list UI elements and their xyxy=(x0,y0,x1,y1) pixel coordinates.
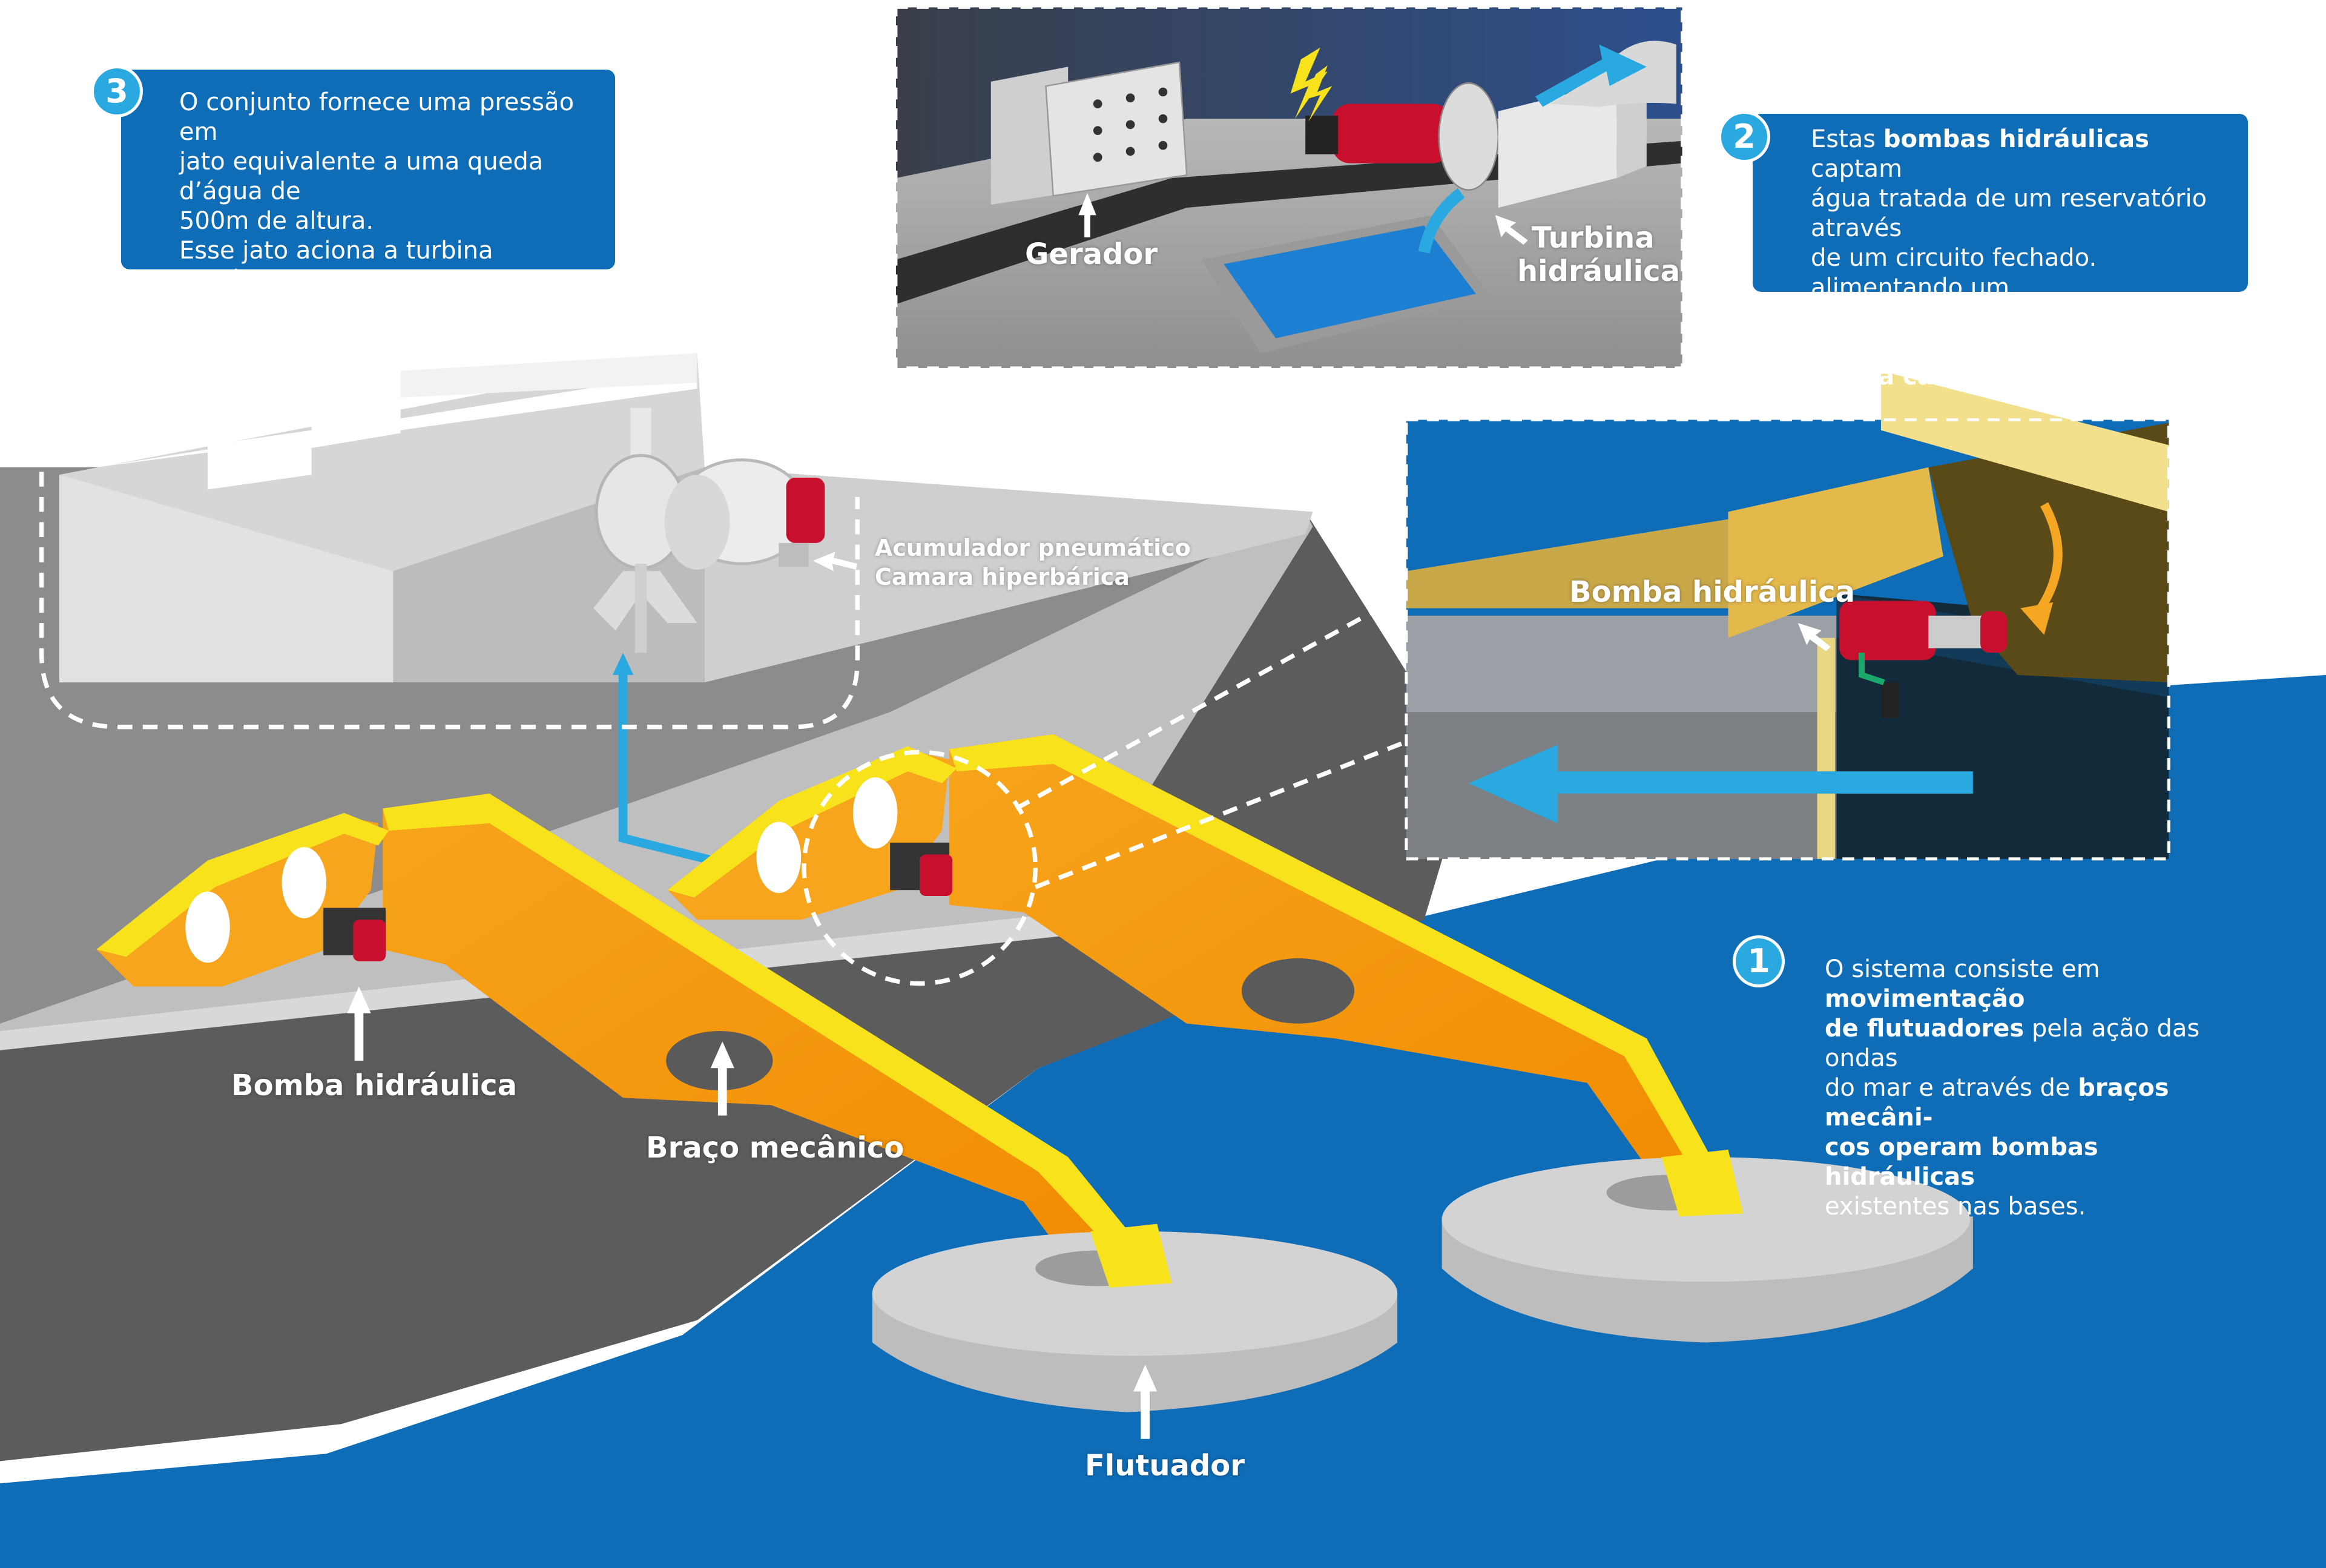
label-bomba-inset: Bomba hidráulica xyxy=(1569,575,1856,609)
callout-1-line-4: cos operam bombas hidráulicas xyxy=(1787,1133,2229,1192)
accumulator-machine xyxy=(593,407,825,653)
callout-1-l1-pre: O sistema consiste em xyxy=(1825,955,2100,983)
dashed-outline-accumulator xyxy=(39,472,860,730)
arm-right xyxy=(667,734,1744,1220)
label-turbina-line2: hidráulica xyxy=(1517,254,1680,288)
callout-2-line-2: água tratada de um reservatório através xyxy=(1811,185,2207,242)
label-acumulador-line1: Acumulador pneumático xyxy=(875,535,1191,561)
callout-3-line-2: jato equivalente a uma queda d’água de xyxy=(179,148,544,205)
label-turbina-line1: Turbina xyxy=(1532,221,1655,255)
callout-2-l4-bold: acumulador pneumático interligado xyxy=(1811,303,2141,361)
sea xyxy=(0,674,2326,1568)
callout-2-l1-post: captam xyxy=(1811,155,1903,183)
step-1-badge: 1 xyxy=(1733,935,1785,987)
callout-step-2: Estas bombas hidráulicas captam água tra… xyxy=(1753,114,2248,390)
callout-2-l5-bold: a uma camara hiperbárica xyxy=(1811,363,2168,390)
callout-1-l3-bold: braços mecâni- xyxy=(1825,1074,2169,1132)
callout-2-line-3: de um circuito fechado. alimentando um xyxy=(1811,244,2097,301)
callout-3-line-4: Esse jato aciona a turbina hidráulica xyxy=(179,237,493,294)
floater-left xyxy=(872,1224,1398,1412)
callout-3-line-6: eletricidade xyxy=(179,355,323,383)
pipe xyxy=(612,653,713,865)
callout-3-line-3: 500m de altura. xyxy=(179,207,374,235)
building xyxy=(59,353,1313,683)
callout-1-l3-pre: do mar e através de xyxy=(1825,1074,2078,1102)
callout-step-3: O conjunto fornece uma pressão em jato e… xyxy=(121,70,615,383)
callout-1-l2-bold: de flutuadores xyxy=(1825,1015,2025,1043)
label-gerador: Gerador xyxy=(1025,237,1158,271)
callout-3-line-5: que acoplada a um gerador produz xyxy=(179,296,515,354)
label-acumulador-line2: Camara hiperbárica xyxy=(875,564,1130,590)
callout-1-l4-bold: cos operam bombas hidráulicas xyxy=(1825,1133,2098,1191)
floater-right xyxy=(1441,1149,1973,1343)
callout-1-line-1: O sistema consiste em movimenta­ção xyxy=(1787,955,2229,1014)
inset-pump xyxy=(1405,371,2170,861)
step-3-badge: 3 xyxy=(91,65,143,117)
callout-2-line-4: acumulador pneumático interligado xyxy=(1773,303,2227,362)
dashed-connector-2 xyxy=(1034,739,1408,889)
dashed-circle-pump xyxy=(802,749,1038,986)
callout-2-line-1: Estas bombas hidráulicas captam xyxy=(1773,125,2227,184)
label-braco: Braço mecânico xyxy=(646,1131,904,1165)
inset-generator xyxy=(894,5,1684,370)
callout-2-line-5: a uma camara hiperbárica xyxy=(1773,362,2227,392)
callout-3-line-1: O conjunto fornece uma pressão em xyxy=(179,88,575,146)
label-bomba-main: Bomba hidráulica xyxy=(231,1069,518,1102)
callout-1-l2-post: pela ação das ondas xyxy=(1825,1015,2200,1072)
callout-2-l1-pre: Estas xyxy=(1811,125,1883,153)
label-flutuador: Flutuador xyxy=(1085,1449,1245,1483)
callout-1-line-2: de flutuadores pela ação das ondas xyxy=(1787,1014,2229,1073)
label-arrows xyxy=(347,193,1831,1439)
callout-2-l1-bold: bombas hidráulicas xyxy=(1883,125,2149,153)
callout-1-line-5: existentes nas bases. xyxy=(1825,1193,2086,1220)
callout-1-l1-bold: movimenta­ção xyxy=(1825,985,2025,1013)
step-2-badge: 2 xyxy=(1718,111,1770,163)
callout-1-line-3: do mar e através de braços mecâni- xyxy=(1787,1073,2229,1133)
callout-step-1: O sistema consiste em movimenta­ção de f… xyxy=(1767,941,2250,1220)
